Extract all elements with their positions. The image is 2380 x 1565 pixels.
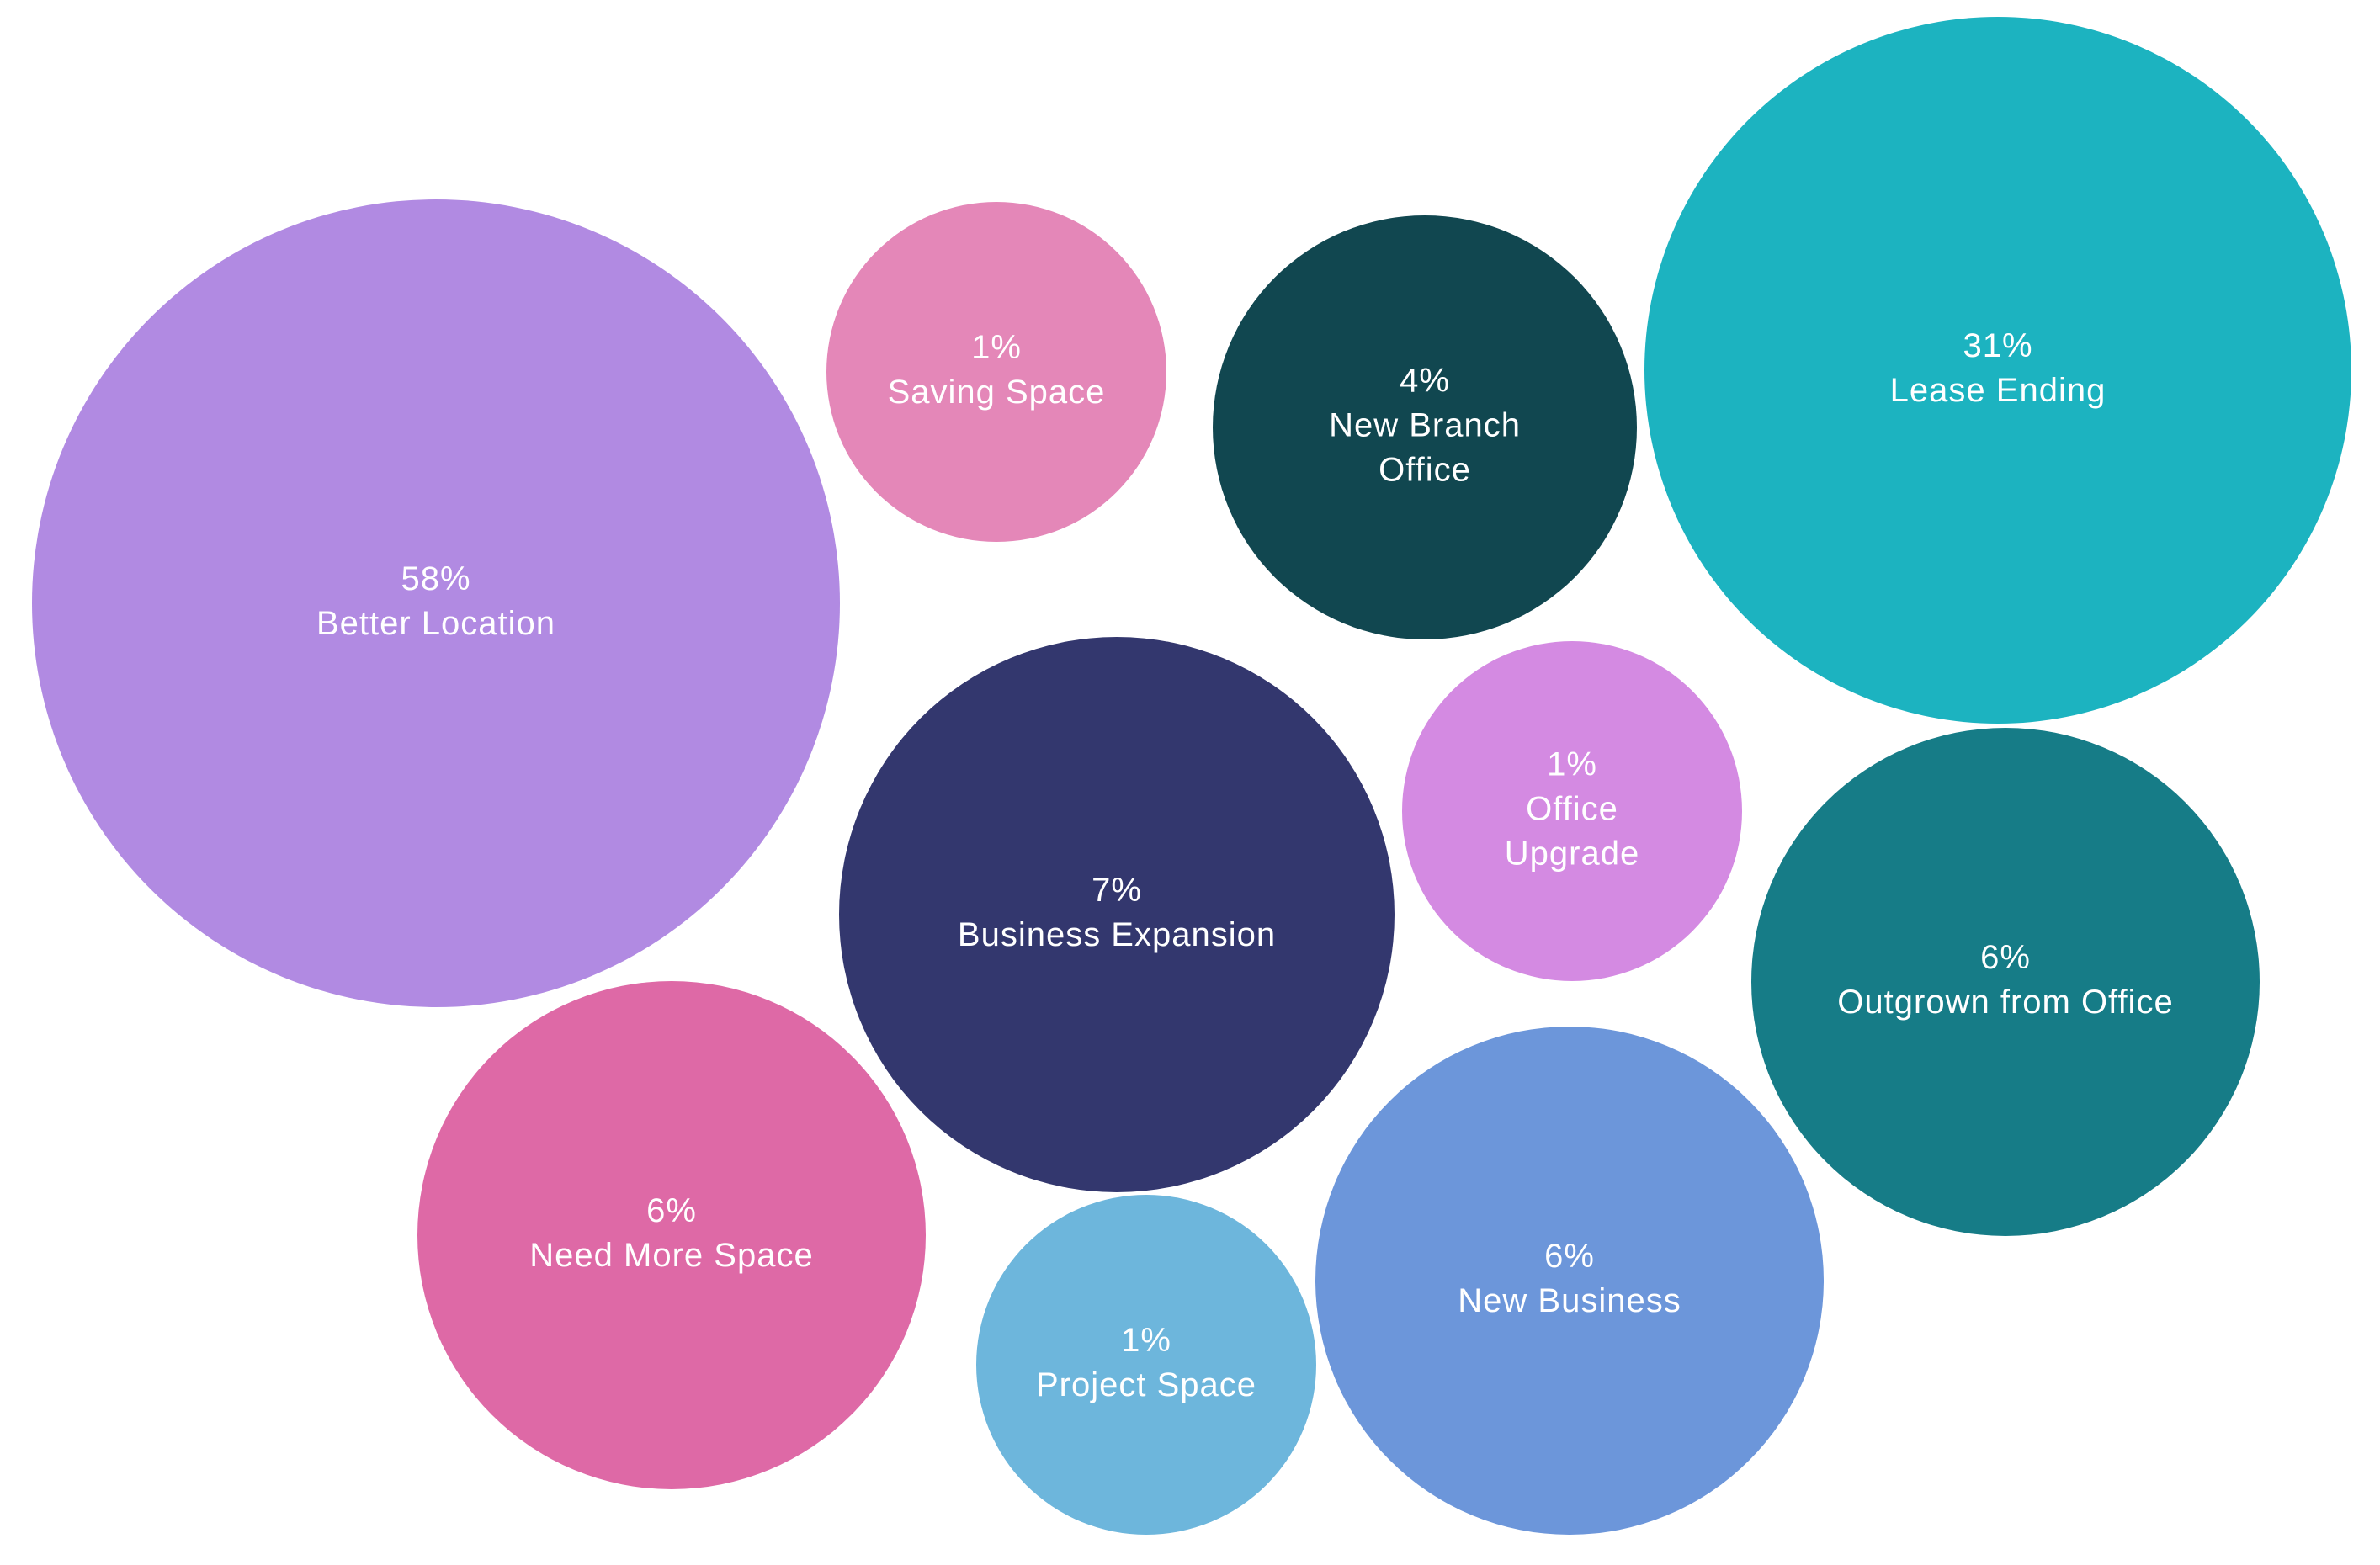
- bubble-circle: [976, 1195, 1316, 1535]
- bubble-need-more-space: 6% Need More Space: [417, 981, 926, 1489]
- bubble-category-label: Project Space: [1036, 1366, 1256, 1403]
- bubble-category-label: Upgrade: [1505, 836, 1639, 873]
- bubble-saving-space: 1% Saving Space: [826, 202, 1166, 542]
- bubble-lease-ending: 31% Lease Ending: [1644, 17, 2351, 724]
- bubble-value-label: 1%: [1547, 746, 1597, 783]
- bubble-outgrown-from-office: 6% Outgrown from Office: [1751, 728, 2260, 1236]
- bubble-circle: [1213, 215, 1637, 639]
- bubble-circle: [1751, 728, 2260, 1236]
- bubble-value-label: 1%: [971, 329, 1022, 366]
- bubble-value-label: 1%: [1121, 1322, 1171, 1359]
- bubble-category-label: Outgrown from Office: [1837, 984, 2173, 1021]
- bubble-category-label: Better Location: [316, 605, 555, 642]
- bubble-circle: [839, 637, 1395, 1192]
- bubble-value-label: 58%: [401, 560, 470, 597]
- bubble-project-space: 1% Project Space: [976, 1195, 1316, 1535]
- bubble-circle: [32, 199, 840, 1007]
- bubble-circle: [417, 981, 926, 1489]
- bubble-value-label: 31%: [1963, 327, 2032, 364]
- bubble-circle: [1644, 17, 2351, 724]
- bubble-value-label: 7%: [1092, 872, 1142, 909]
- bubble-category-label: Need More Space: [529, 1237, 813, 1274]
- bubble-category-label: New Branch: [1329, 407, 1521, 444]
- bubble-category-label: Office: [1526, 791, 1618, 828]
- bubble-value-label: 6%: [1980, 939, 2031, 976]
- bubble-category-label: Lease Ending: [1890, 372, 2106, 409]
- bubble-better-location: 58% Better Location: [32, 199, 840, 1007]
- bubble-category-label: Saving Space: [888, 374, 1106, 411]
- bubble-category-label: Office: [1379, 452, 1471, 489]
- bubble-business-expansion: 7% Business Expansion: [839, 637, 1395, 1192]
- bubble-category-label: Business Expansion: [958, 916, 1276, 953]
- bubble-category-label: New Business: [1458, 1282, 1681, 1319]
- bubble-circle: [826, 202, 1166, 542]
- bubble-circle: [1315, 1027, 1824, 1535]
- bubble-value-label: 4%: [1400, 363, 1450, 400]
- bubble-value-label: 6%: [1544, 1238, 1595, 1275]
- bubble-value-label: 6%: [646, 1192, 697, 1229]
- bubble-circle: [1402, 641, 1742, 981]
- bubble-new-business: 6% New Business: [1315, 1027, 1824, 1535]
